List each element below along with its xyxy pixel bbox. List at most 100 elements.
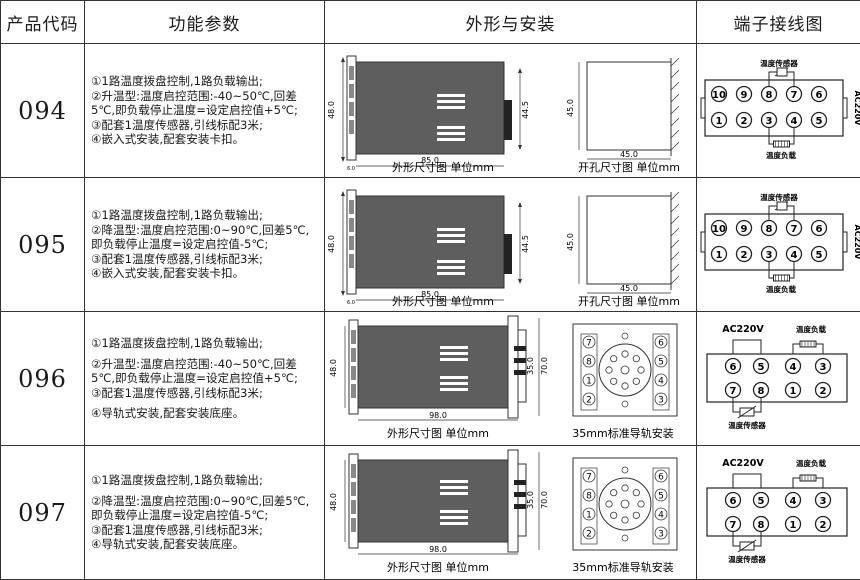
wiring-terminal: 4 (790, 496, 797, 507)
wiring-terminal: 5 (758, 362, 765, 373)
function-params: ①1路温度拨盘控制,1路负载输出; ②升温型:温度启控范围:-40~50℃,回差… (85, 44, 325, 178)
wiring-terminal: 2 (820, 386, 827, 397)
socket-terminal: 8 (586, 358, 592, 368)
wiring-terminal: 8 (766, 224, 773, 235)
wiring-terminal: 6 (816, 90, 823, 101)
wiring-terminal: 6 (816, 224, 823, 235)
dim-height: 48.0 (329, 493, 338, 511)
power-label: AC220V (853, 225, 860, 261)
rail-caption: 35mm标准导轨安装 (572, 560, 673, 574)
param-line: ④嵌入式安装,配套安装卡扣。 (91, 132, 318, 146)
product-row: 095 ①1路温度拨盘控制,1路负载输出; ②降温型:温度启控范围:0~90℃,… (1, 178, 860, 312)
outline-caption: 外形尺寸图 单位mm (392, 160, 494, 173)
param-line: ④导轨式安装,配套安装底座。 (91, 537, 318, 551)
wiring-terminal: 3 (766, 250, 773, 261)
wiring-terminal: 3 (820, 496, 827, 507)
wiring-terminal: 1 (790, 386, 797, 397)
product-row: 097 ①1路温度拨盘控制,1路负载输出; ②降温型:温度启控范围:0~90℃,… (1, 446, 860, 580)
param-line: ①1路温度拨盘控制,1路负载输出; (91, 336, 318, 350)
param-line: ③配套1温度传感器,引线标配3米; (91, 252, 318, 266)
dim-rail: 35.0 (526, 491, 535, 509)
wiring-terminal: 1 (716, 116, 723, 127)
socket-terminal: 6 (658, 339, 664, 349)
wiring-terminal: 10 (712, 90, 726, 101)
param-line: ②升温型:温度启控范围:-40~50℃,回差5℃,即负载停止温度=设定启控值+5… (91, 357, 318, 386)
wiring-terminal: 7 (730, 520, 737, 531)
dim-body-height: 44.5 (521, 101, 530, 119)
header-row: 产品代码 功能参数 外形与安装 端子接线图 (1, 1, 860, 44)
dim-rail: 35.0 (526, 357, 535, 375)
dim-body-height: 44.5 (521, 235, 530, 253)
dim-height: 48.0 (329, 359, 338, 377)
socket-terminal: 3 (658, 530, 664, 540)
param-line: ①1路温度拨盘控制,1路负载输出; (91, 74, 318, 88)
load-label: 温度负载 (796, 324, 826, 334)
shape-cell: 48.0 44.5 85.0 6.0 45. (325, 44, 697, 178)
wiring-terminal: 8 (766, 90, 773, 101)
dim-hole-height: 45.0 (566, 99, 575, 117)
power-label: AC220V (853, 91, 860, 127)
product-row: 094 ①1路温度拨盘控制,1路负载输出; ②升温型:温度启控范围:-40~50… (1, 44, 860, 178)
param-line: ④嵌入式安装,配套安装卡扣。 (91, 266, 318, 280)
wiring-terminal: 1 (790, 520, 797, 531)
dim-length: 98.0 (429, 411, 447, 420)
dim-front: 6.0 (347, 300, 355, 306)
load-label: 温度负载 (766, 150, 796, 160)
wiring-terminal: 4 (791, 250, 798, 261)
shape-cell: 48.0 44.5 85.0 6.0 45. (325, 178, 697, 312)
panel-outline-drawing: 48.0 44.5 85.0 6.0 45. (325, 44, 697, 173)
header-code: 产品代码 (1, 1, 85, 44)
sensor-label: 温度传感器 (728, 420, 766, 430)
socket-terminal: 7 (586, 339, 592, 349)
param-line: ①1路温度拨盘控制,1路负载输出; (91, 473, 318, 487)
function-params: ①1路温度拨盘控制,1路负载输出; ②降温型:温度启控范围:0~90℃,回差5℃… (85, 178, 325, 312)
sensor-label: 温度传感器 (760, 58, 798, 68)
power-label: AC220V (722, 458, 764, 469)
wiring-terminal: 6 (730, 496, 737, 507)
load-label: 温度负载 (766, 284, 796, 294)
wiring-terminal: 6 (730, 362, 737, 373)
socket-terminal: 1 (586, 377, 592, 387)
param-line: ④导轨式安装,配套安装底座。 (91, 406, 318, 420)
panel-outline-drawing: 48.0 44.5 85.0 6.0 45. (325, 178, 697, 307)
sensor-label: 温度传感器 (760, 192, 798, 202)
product-code: 097 (1, 446, 85, 580)
function-params: ①1路温度拨盘控制,1路负载输出; ②升温型:温度启控范围:-40~50℃,回差… (85, 312, 325, 446)
wiring-terminal: 5 (816, 250, 823, 261)
wiring-terminal: 5 (816, 116, 823, 127)
function-params: ①1路温度拨盘控制,1路负载输出; ②降温型:温度启控范围:0~90℃,回差5℃… (85, 446, 325, 580)
socket-terminal: 2 (586, 396, 592, 406)
header-wiring: 端子接线图 (697, 1, 860, 44)
dim-hole-width: 45.0 (620, 150, 638, 159)
dim-total-height: 70.0 (540, 357, 549, 375)
product-code: 096 (1, 312, 85, 446)
load-label: 温度负载 (796, 458, 826, 468)
wiring-terminal: 2 (820, 520, 827, 531)
socket-terminal: 7 (586, 473, 592, 483)
wiring-terminal: 8 (758, 386, 765, 397)
dim-height: 48.0 (327, 235, 336, 253)
product-code: 094 (1, 44, 85, 178)
wiring-terminal: 5 (758, 496, 765, 507)
product-row: 096 ①1路温度拨盘控制,1路负载输出; ②升温型:温度启控范围:-40~50… (1, 312, 860, 446)
wiring-terminal: 4 (790, 362, 797, 373)
param-line: ②降温型:温度启控范围:0~90℃,回差5℃,即负载停止温度=设定启控值-5℃; (91, 223, 318, 252)
hole-caption: 开孔尺寸图 单位mm (578, 160, 680, 173)
outline-caption: 外形尺寸图 单位mm (387, 426, 489, 440)
wiring-terminal: 9 (741, 224, 748, 235)
wiring-terminal: 7 (791, 224, 798, 235)
param-line: ②降温型:温度启控范围:0~90℃,回差5℃,即负载停止温度=设定启控值-5℃; (91, 494, 318, 523)
wiring-terminal: 7 (791, 90, 798, 101)
socket-terminal: 5 (658, 358, 664, 368)
dim-length: 98.0 (429, 545, 447, 554)
wiring-terminal: 4 (791, 116, 798, 127)
socket-terminal: 4 (658, 511, 664, 521)
